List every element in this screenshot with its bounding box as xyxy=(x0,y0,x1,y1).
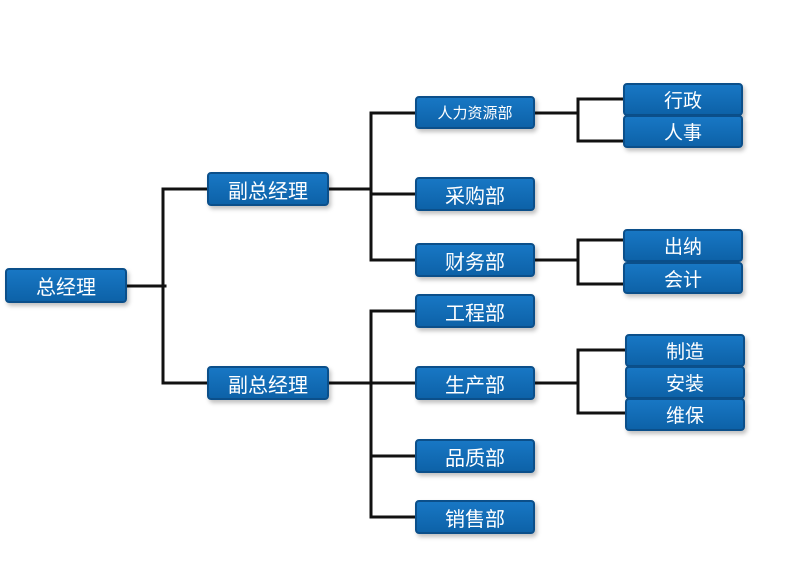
personnel-unit-node: 人事 xyxy=(623,115,743,148)
purchasing-department-node: 采购部 xyxy=(415,177,535,211)
manufacturing-unit-node: 制造 xyxy=(625,334,745,367)
quality-department-node: 品质部 xyxy=(415,439,535,473)
finance-department-node: 财务部 xyxy=(415,243,535,277)
installation-unit-node: 安装 xyxy=(625,366,745,399)
deputy-general-manager-node-2: 副总经理 xyxy=(207,366,329,400)
cashier-unit-node: 出纳 xyxy=(623,229,743,262)
hr-department-node: 人力资源部 xyxy=(415,96,535,129)
production-department-node: 生产部 xyxy=(415,366,535,400)
accounting-unit-node: 会计 xyxy=(623,262,743,294)
sales-department-node: 销售部 xyxy=(415,500,535,534)
engineering-department-node: 工程部 xyxy=(415,294,535,328)
general-manager-node: 总经理 xyxy=(5,268,127,303)
administration-unit-node: 行政 xyxy=(623,83,743,116)
deputy-general-manager-node-1: 副总经理 xyxy=(207,172,329,206)
maintenance-unit-node: 维保 xyxy=(625,398,745,431)
